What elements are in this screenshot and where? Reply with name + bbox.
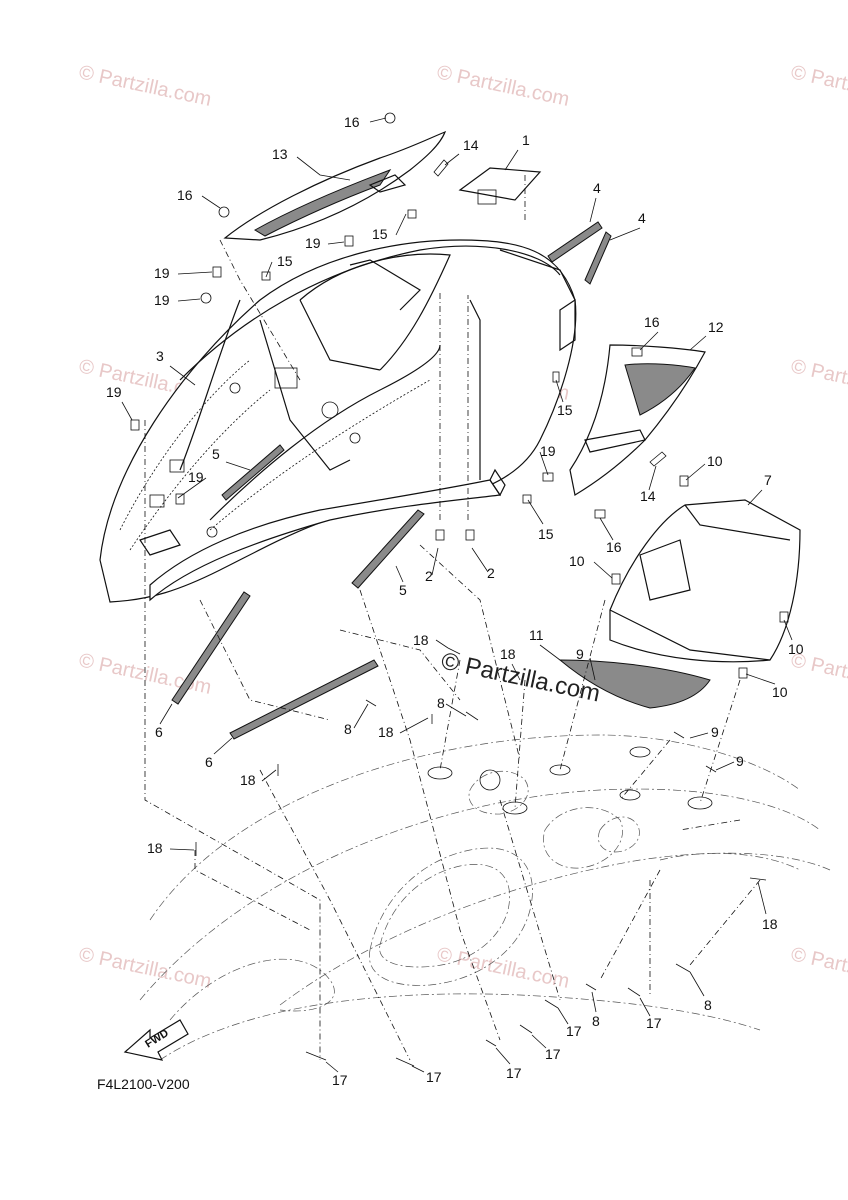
callout-leaders — [121, 117, 793, 1073]
callout-19: 19 — [188, 469, 204, 485]
storage-bin-part-7 — [609, 499, 801, 663]
callout-5: 5 — [212, 446, 220, 462]
callout-19: 19 — [540, 443, 556, 459]
callout-17: 17 — [332, 1072, 348, 1088]
side-panel-part-12 — [569, 344, 706, 496]
seat-top-panel-part-13 — [223, 130, 447, 241]
callout-15: 15 — [557, 402, 573, 418]
callout-15: 15 — [372, 226, 388, 242]
callout-14: 14 — [640, 488, 656, 504]
upper-cowl-part-3 — [99, 239, 577, 603]
callout-labels: 1 2 2 3 4 4 5 5 6 6 7 8 8 8 8 9 9 9 10 1… — [106, 114, 804, 1088]
callout-18: 18 — [240, 772, 256, 788]
side-strips-part-4 — [547, 221, 612, 285]
callout-8: 8 — [344, 721, 352, 737]
callout-9: 9 — [711, 724, 719, 740]
watermark: © Partzilla.com — [77, 61, 213, 111]
callout-15: 15 — [277, 253, 293, 269]
callout-9: 9 — [736, 753, 744, 769]
fasteners — [130, 112, 789, 1067]
inner-panel-part-11 — [558, 659, 711, 709]
callout-6: 6 — [205, 754, 213, 770]
callout-10: 10 — [772, 684, 788, 700]
callout-19: 19 — [106, 384, 122, 400]
assembly-leader-lines — [144, 175, 761, 1061]
callout-3: 3 — [156, 348, 164, 364]
callout-16: 16 — [644, 314, 660, 330]
callout-6: 6 — [155, 724, 163, 740]
callout-8: 8 — [437, 695, 445, 711]
diagram-code: F4L2100-V200 — [97, 1076, 190, 1092]
callout-8: 8 — [704, 997, 712, 1013]
callout-2: 2 — [487, 565, 495, 581]
callout-2: 2 — [425, 568, 433, 584]
callout-12: 12 — [708, 319, 724, 335]
callout-13: 13 — [272, 146, 288, 162]
callout-7: 7 — [764, 472, 772, 488]
callout-18: 18 — [500, 646, 516, 662]
callout-8: 8 — [592, 1013, 600, 1029]
watermark: © Partzilla.com — [77, 943, 213, 993]
callout-4: 4 — [593, 180, 601, 196]
callout-5: 5 — [399, 582, 407, 598]
callout-16: 16 — [177, 187, 193, 203]
callout-18: 18 — [147, 840, 163, 856]
strips-part-5-6 — [171, 444, 425, 740]
fwd-arrow-icon: FWD — [123, 1019, 189, 1061]
callout-17: 17 — [646, 1015, 662, 1031]
hull-deck-outline — [139, 734, 831, 1061]
hatch-cover-part-1 — [458, 167, 542, 205]
callout-19: 19 — [154, 292, 170, 308]
callout-16: 16 — [606, 539, 622, 555]
watermark: © Partzilla.com — [435, 943, 571, 993]
watermark: © Partzilla.com — [435, 61, 571, 111]
callout-10: 10 — [707, 453, 723, 469]
callout-10: 10 — [788, 641, 804, 657]
callout-18: 18 — [413, 632, 429, 648]
callout-9: 9 — [576, 646, 584, 662]
callout-14: 14 — [463, 137, 479, 153]
callout-18: 18 — [378, 724, 394, 740]
callout-19: 19 — [154, 265, 170, 281]
callout-11: 11 — [529, 627, 544, 643]
watermark: © Partzilla.com — [789, 943, 848, 993]
watermark: © Partzilla.com — [789, 355, 848, 405]
watermark: © Partzilla.com — [789, 61, 848, 111]
callout-17: 17 — [506, 1065, 522, 1081]
callout-17: 17 — [566, 1023, 582, 1039]
callout-17: 17 — [426, 1069, 442, 1085]
callout-10: 10 — [569, 553, 585, 569]
callout-19: 19 — [305, 235, 321, 251]
callout-4: 4 — [638, 210, 646, 226]
callout-16: 16 — [344, 114, 360, 130]
callout-18: 18 — [762, 916, 778, 932]
callout-1: 1 — [522, 132, 530, 148]
callout-15: 15 — [538, 526, 554, 542]
callout-17: 17 — [545, 1046, 561, 1062]
